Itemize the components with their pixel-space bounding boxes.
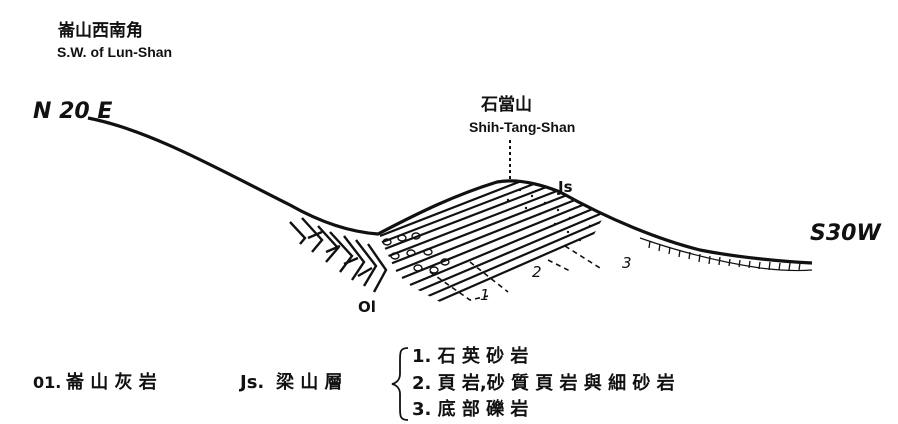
peak-name-en: Shih-Tang-Shan — [469, 119, 575, 135]
legend-item-2: 2. 頁 岩,砂 質 頁 岩 與 細 砂 岩 — [412, 372, 675, 394]
legend-brace — [391, 347, 409, 421]
label-js: Js — [557, 178, 573, 196]
label-ol: Ol — [358, 298, 376, 316]
conglomerate-pebbles — [382, 232, 450, 274]
label-unit-3: 3 — [622, 254, 632, 272]
legend-item-3: 3. 底 部 礫 岩 — [412, 398, 528, 420]
js-strata — [379, 180, 605, 302]
boundary-1 — [429, 271, 489, 301]
legend-js-code: Js. — [238, 372, 264, 393]
legend-js-name: 梁 山 層 — [275, 371, 343, 393]
label-unit-2: 2 — [532, 263, 542, 281]
legend-ol-code: 01. — [33, 373, 61, 392]
boundary-3 — [564, 245, 601, 269]
ol-limestone-pattern — [289, 217, 388, 293]
direction-right-label: S30W — [810, 221, 882, 246]
sandstone-dots — [506, 188, 592, 242]
label-unit-1: 1 — [480, 286, 490, 304]
subsurface-boundaries — [429, 245, 601, 301]
legend-item-1: 1. 石 英 砂 岩 — [412, 345, 528, 367]
location-title-cn: 崙山西南角 — [57, 20, 143, 41]
slope-hachures — [648, 240, 801, 271]
location-title-en: S.W. of Lun-Shan — [57, 44, 172, 60]
legend: 01. 崙 山 灰 岩 Js. 梁 山 層 1. 石 英 砂 岩 2. 頁 岩,… — [33, 345, 675, 421]
surface-profile — [87, 116, 813, 265]
peak-name-cn: 石當山 — [480, 94, 532, 115]
legend-ol-name: 崙 山 灰 岩 — [65, 371, 157, 393]
